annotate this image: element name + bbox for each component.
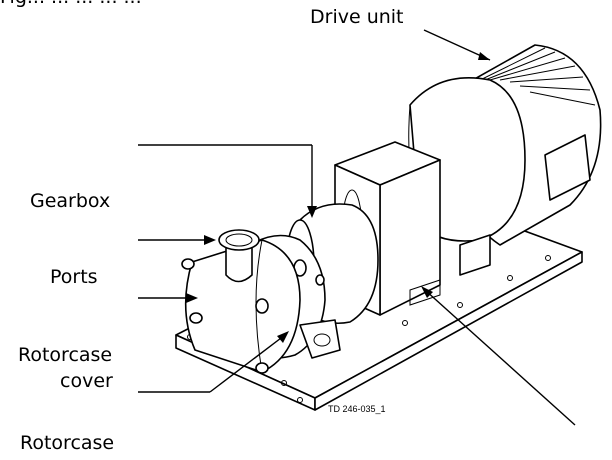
drawing-code: TD 246-035_1 (328, 404, 386, 414)
label-gearbox: Gearbox (30, 190, 111, 212)
label-rotorcase: Rotorcase (20, 432, 115, 454)
label-drive-unit: Drive unit (310, 6, 404, 28)
leader-lines (138, 29, 576, 426)
port-top (218, 229, 260, 283)
label-rotorcase-cover-line2: cover (60, 370, 113, 392)
label-rotorcase-cover-line1: Rotorcase (18, 344, 113, 366)
header-fragment: Fig... ... ... ... ... (0, 0, 142, 8)
label-ports: Ports (50, 266, 98, 288)
